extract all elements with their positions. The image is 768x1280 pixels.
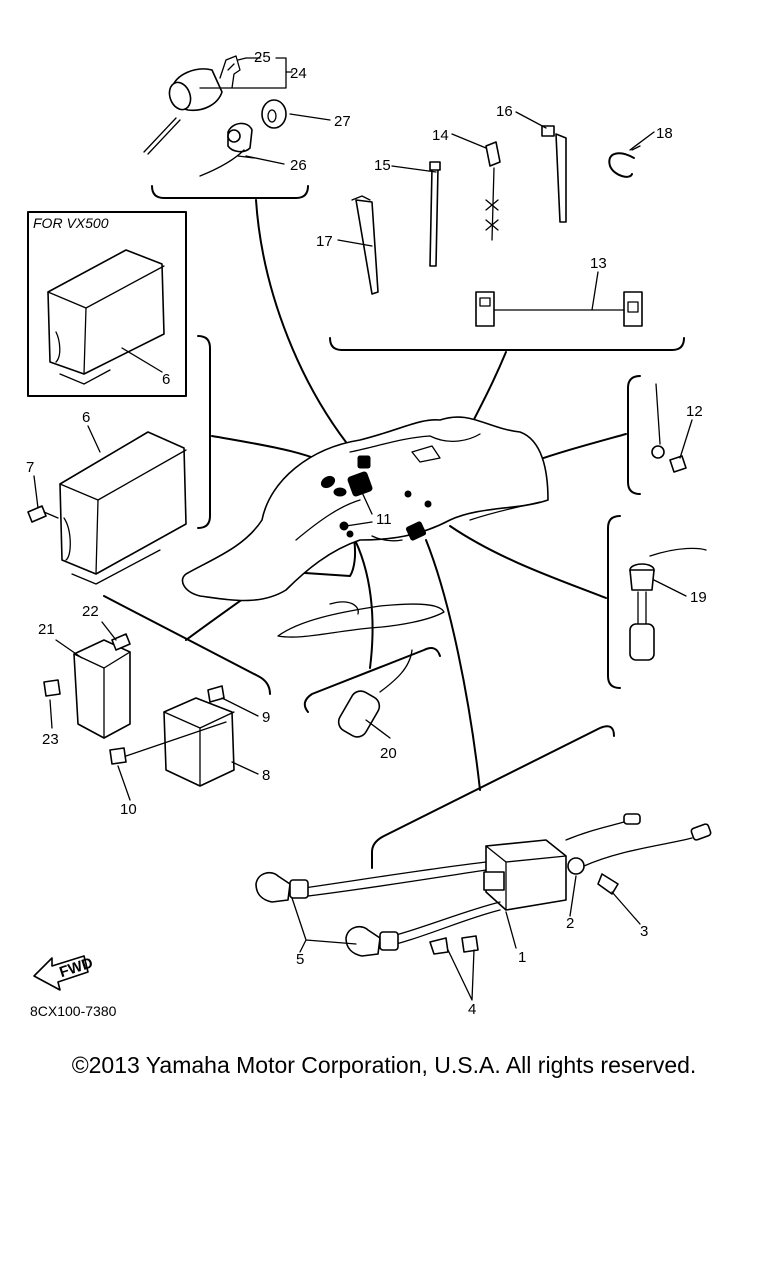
fwd-arrow-icon: FWD	[33, 954, 95, 991]
callout-5: 5	[296, 951, 304, 968]
bracket-top-left	[151, 185, 309, 199]
ecu-main	[59, 431, 187, 585]
callout-1: 1	[518, 949, 526, 966]
callout-16: 16	[496, 103, 513, 120]
ecu-vx500	[47, 249, 165, 385]
callout-18: 18	[656, 125, 673, 142]
callout-19: 19	[690, 589, 707, 606]
callout-7: 7	[26, 459, 34, 476]
leader-top-group	[255, 199, 363, 463]
bracket-left-lower	[103, 595, 271, 695]
callout-14: 14	[432, 127, 449, 144]
bracket-bottom	[371, 725, 615, 869]
sensor-19	[629, 547, 707, 661]
bracket-20	[303, 647, 441, 713]
bolt-7	[27, 505, 59, 523]
ground-lead-12	[651, 383, 687, 473]
callout-6-vx500: 6	[162, 371, 170, 388]
leader-bottom-group	[425, 539, 481, 791]
callout-10: 10	[120, 801, 137, 818]
leader-12-group	[531, 433, 627, 463]
callout-22: 22	[82, 603, 99, 620]
callout-9: 9	[262, 709, 270, 726]
regulator-8	[109, 685, 235, 787]
hull-connectors	[320, 455, 432, 542]
vx500-box	[27, 211, 187, 397]
callout-3: 3	[640, 923, 648, 940]
callout-6: 6	[82, 409, 90, 426]
bracket-right-19	[607, 515, 621, 689]
leader-19-group	[449, 525, 607, 599]
condenser-20	[337, 649, 413, 738]
rectifier-21	[43, 633, 131, 739]
hull-assembly	[181, 416, 549, 638]
bracket-right-12	[627, 375, 641, 495]
callout-2: 2	[566, 915, 574, 932]
leader-20-group	[351, 533, 374, 669]
diagram-code: 8CX100-7380	[30, 1003, 117, 1019]
main-switch-group	[143, 55, 287, 177]
callout-21: 21	[38, 621, 55, 638]
ignition-coil-group	[255, 813, 712, 957]
callout-25: 25	[254, 49, 271, 66]
callout-23: 23	[42, 731, 59, 748]
bracket-top-right	[329, 337, 685, 351]
exploded-parts-diagram: FWD FOR VX500 1 2 3 4 5 6 6 7 8 9 10 11 …	[26, 49, 712, 1018]
callout-24: 24	[290, 65, 307, 82]
callout-20: 20	[380, 745, 397, 762]
callout-11: 11	[376, 511, 392, 528]
copyright-notice: ©2013 Yamaha Motor Corporation, U.S.A. A…	[71, 1052, 697, 1078]
callout-26: 26	[290, 157, 307, 174]
vx500-box-label: FOR VX500	[33, 215, 109, 231]
callout-27: 27	[334, 113, 351, 130]
callout-leaders	[33, 57, 693, 1001]
callout-15: 15	[374, 157, 391, 174]
callout-17: 17	[316, 233, 333, 250]
harness-parts	[351, 125, 643, 327]
callout-12: 12	[686, 403, 703, 420]
callout-8: 8	[262, 767, 270, 784]
fwd-label: FWD	[57, 954, 95, 981]
callout-4: 4	[468, 1001, 476, 1018]
callout-13: 13	[590, 255, 607, 272]
bracket-left-middle	[197, 335, 211, 529]
